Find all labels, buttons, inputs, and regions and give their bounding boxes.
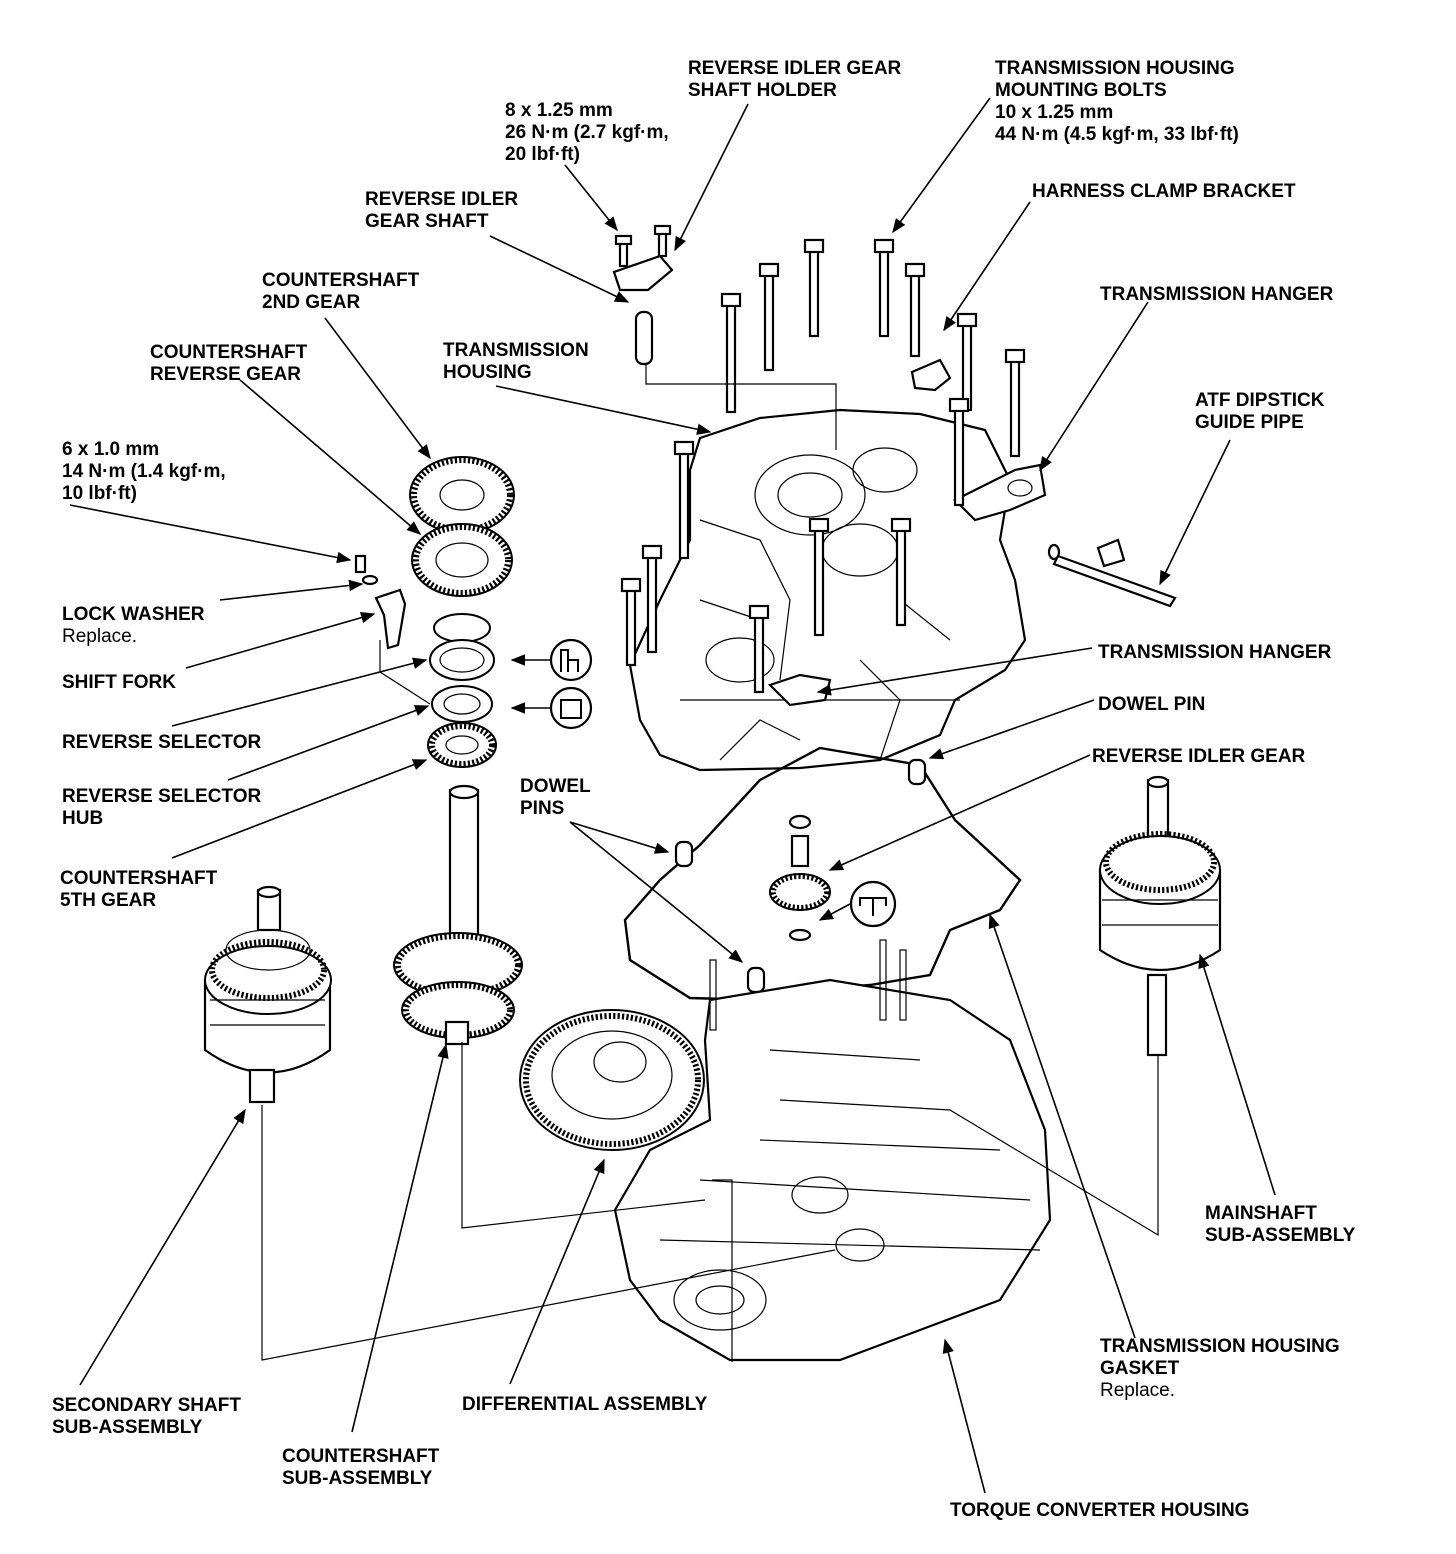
label-countershaft-5th-gear: COUNTERSHAFT 5TH GEAR [60,868,221,911]
label-dowel-pin: DOWEL PIN [1098,694,1205,715]
housing-mounting-bolts-part [620,238,1026,694]
parts [203,224,1222,1362]
label-reverse-selector-hub: REVERSE SELECTOR HUB [62,786,265,829]
shift-fork-part [354,554,407,650]
label-mainshaft-sub-assembly: MAINSHAFT SUB-ASSEMBLY [1205,1203,1356,1246]
label-countershaft-reverse-gear: COUNTERSHAFT REVERSE GEAR [150,342,311,385]
dowel-pin-part-3 [746,966,766,994]
label-transmission-hanger-top: TRANSMISSION HANGER [1100,284,1334,305]
harness-clamp-bracket-part [910,358,952,392]
symbols [549,638,897,928]
label-reverse-idler-gear: REVERSE IDLER GEAR [1092,746,1306,767]
dowel-pin-part-2 [674,840,694,868]
countershaft-sub-assembly-part [393,784,523,1046]
label-differential-assembly: DIFFERENTIAL ASSEMBLY [462,1394,708,1415]
label-secondary-shaft-sub-assembly: SECONDARY SHAFT SUB-ASSEMBLY [52,1395,245,1438]
selector-symbol-icon [549,686,593,730]
differential-assembly-part [519,1009,705,1151]
label-torque-converter-housing: TORQUE CONVERTER HOUSING [950,1500,1249,1521]
label-harness-clamp-bracket: HARNESS CLAMP BRACKET [1032,181,1296,202]
label-fork-bolt-spec: 6 x 1.0 mm 14 N·m (1.4 kgf·m, 10 lbf·ft) [62,439,230,504]
label-lock-washer: LOCK WASHER Replace. [62,604,209,647]
label-reverse-idler-gear-shaft: REVERSE IDLER GEAR SHAFT [365,189,522,232]
label-holder-bolt-spec: 8 x 1.25 mm 26 N·m (2.7 kgf·m, 20 lbf·ft… [505,100,673,165]
countershaft-gear-stack-part [409,456,515,768]
label-transmission-housing: TRANSMISSION HOUSING [443,340,593,383]
label-shift-fork: SHIFT FORK [62,672,176,693]
housing-gasket-part [623,746,1022,1002]
labels: REVERSE IDLER GEAR SHAFT HOLDER 8 x 1.25… [52,58,1356,1521]
transmission-hanger-part [953,463,1047,522]
label-dowel-pins: DOWEL PINS [520,776,595,819]
reverse-idler-gear-part [769,814,831,942]
label-reverse-idler-gear-shaft-holder: REVERSE IDLER GEAR SHAFT HOLDER [688,58,905,101]
mainshaft-sub-assembly-part [1098,775,1222,1057]
dowel-pin-part [907,758,927,786]
secondary-shaft-sub-assembly-part [203,885,332,1104]
transmission-housing-part [628,408,1027,772]
leader-lines [69,97,1276,1494]
label-transmission-hanger-mid: TRANSMISSION HANGER [1098,642,1332,663]
label-countershaft-sub-assembly: COUNTERSHAFT SUB-ASSEMBLY [282,1446,443,1489]
torque-converter-housing-part [613,939,1052,1362]
label-housing-gasket: TRANSMISSION HOUSING GASKET Replace. [1100,1336,1344,1401]
label-reverse-selector: REVERSE SELECTOR [62,732,261,753]
label-countershaft-2nd-gear: COUNTERSHAFT 2ND GEAR [262,270,423,313]
label-atf-dipstick-guide-pipe: ATF DIPSTICK GUIDE PIPE [1195,390,1328,433]
reverse-idler-shaft-holder-part [612,224,674,366]
atf-dipstick-guide-pipe-part [1047,538,1177,608]
label-housing-mounting-bolts: TRANSMISSION HOUSING MOUNTING BOLTS 10 x… [995,58,1239,145]
